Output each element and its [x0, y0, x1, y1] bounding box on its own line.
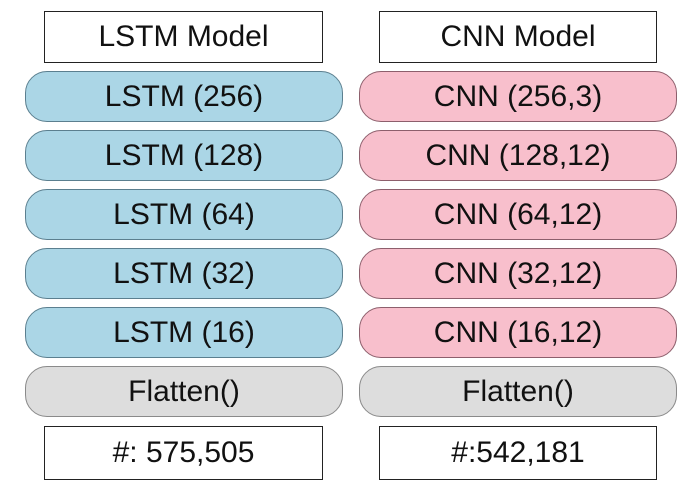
lstm-layer-1: LSTM (256) [25, 71, 343, 122]
cnn-layer-3: CNN (64,12) [359, 189, 677, 240]
lstm-model-title: LSTM Model [44, 11, 323, 63]
cnn-layer-4: CNN (32,12) [359, 248, 677, 299]
lstm-layer-3: LSTM (64) [25, 189, 343, 240]
cnn-param-count: #:542,181 [379, 426, 657, 480]
lstm-param-count: #: 575,505 [44, 426, 323, 480]
lstm-layer-4: LSTM (32) [25, 248, 343, 299]
cnn-model-title: CNN Model [379, 11, 657, 63]
cnn-model-column: CNN Model CNN (256,3) CNN (128,12) CNN (… [359, 0, 677, 494]
cnn-flatten-layer: Flatten() [359, 366, 677, 417]
lstm-layer-5: LSTM (16) [25, 307, 343, 358]
lstm-layer-2: LSTM (128) [25, 130, 343, 181]
cnn-layer-2: CNN (128,12) [359, 130, 677, 181]
lstm-flatten-layer: Flatten() [25, 366, 343, 417]
lstm-model-column: LSTM Model LSTM (256) LSTM (128) LSTM (6… [25, 0, 343, 494]
cnn-layer-1: CNN (256,3) [359, 71, 677, 122]
cnn-layer-5: CNN (16,12) [359, 307, 677, 358]
